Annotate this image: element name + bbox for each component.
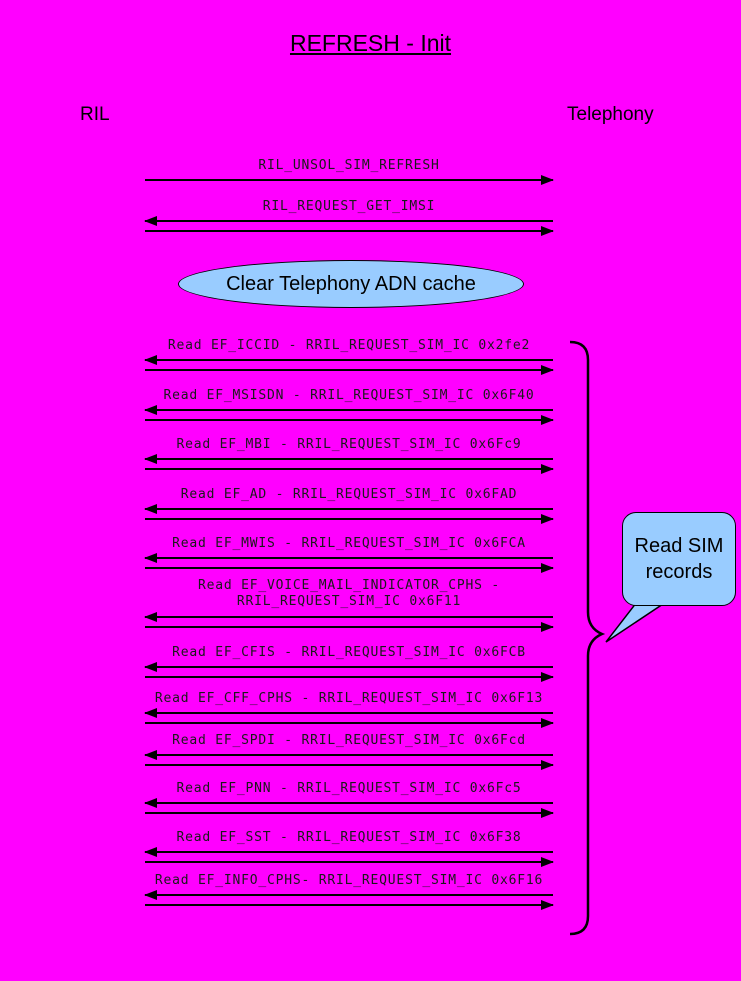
message-label: Read EF_CFF_CPHS - RRIL_REQUEST_SIM_IC 0… xyxy=(154,691,544,706)
message-row: Read EF_VOICE_MAIL_INDICATOR_CPHS - RRIL… xyxy=(144,578,554,632)
arrow-left-icon xyxy=(144,708,553,719)
message-row: Read EF_MBI - RRIL_REQUEST_SIM_IC 0x6Fc9 xyxy=(144,437,554,475)
message-row: Read EF_INFO_CPHS- RRIL_REQUEST_SIM_IC 0… xyxy=(144,873,554,911)
arrow-right-icon xyxy=(145,857,554,868)
message-label: Read EF_CFIS - RRIL_REQUEST_SIM_IC 0x6FC… xyxy=(172,645,526,660)
diagram-title: REFRESH - Init xyxy=(289,30,452,56)
arrow-left-icon xyxy=(144,216,553,227)
arrow-right-icon xyxy=(145,621,554,632)
arrow-right-icon xyxy=(145,900,554,911)
message-label: Read EF_AD - RRIL_REQUEST_SIM_IC 0x6FAD xyxy=(180,487,518,502)
arrow-right-icon xyxy=(145,718,554,729)
message-row: Read EF_MWIS - RRIL_REQUEST_SIM_IC 0x6FC… xyxy=(144,536,554,574)
callout-read-sim-records: Read SIM records xyxy=(622,512,736,606)
actor-telephony: Telephony xyxy=(567,104,654,125)
message-label: Read EF_INFO_CPHS- RRIL_REQUEST_SIM_IC 0… xyxy=(154,873,544,888)
arrow-left-icon xyxy=(144,454,553,465)
message-row: Read EF_MSISDN - RRIL_REQUEST_SIM_IC 0x6… xyxy=(144,388,554,426)
arrow-right-icon xyxy=(145,563,554,574)
message-label: Read EF_ICCID - RRIL_REQUEST_SIM_IC 0x2f… xyxy=(167,338,531,353)
actor-ril: RIL xyxy=(80,104,110,125)
arrow-left-icon xyxy=(144,504,553,515)
message-label: RIL_UNSOL_SIM_REFRESH xyxy=(258,158,440,173)
message-row: Read EF_AD - RRIL_REQUEST_SIM_IC 0x6FAD xyxy=(144,487,554,525)
message-label: RIL_REQUEST_GET_IMSI xyxy=(262,199,436,214)
arrow-right-icon xyxy=(145,464,554,475)
message-label: Read EF_SST - RRIL_REQUEST_SIM_IC 0x6F38 xyxy=(176,830,522,845)
arrow-right-icon xyxy=(145,175,554,186)
message-row: Read EF_SST - RRIL_REQUEST_SIM_IC 0x6F38 xyxy=(144,830,554,868)
message-row: RIL_REQUEST_GET_IMSI xyxy=(144,199,554,237)
arrow-left-icon xyxy=(144,611,553,622)
message-row: Read EF_SPDI - RRIL_REQUEST_SIM_IC 0x6Fc… xyxy=(144,733,554,771)
message-row: RIL_UNSOL_SIM_REFRESH xyxy=(145,158,554,186)
arrow-left-icon xyxy=(144,662,553,673)
arrow-right-icon xyxy=(145,415,554,426)
message-label: Read EF_SPDI - RRIL_REQUEST_SIM_IC 0x6Fc… xyxy=(172,733,526,748)
group-brace-icon xyxy=(569,340,606,936)
arrow-right-icon xyxy=(145,226,554,237)
message-row: Read EF_PNN - RRIL_REQUEST_SIM_IC 0x6Fc5 xyxy=(144,781,554,819)
arrow-right-icon xyxy=(145,365,554,376)
message-label: Read EF_PNN - RRIL_REQUEST_SIM_IC 0x6Fc5 xyxy=(176,781,522,796)
arrow-left-icon xyxy=(144,890,553,901)
message-label: Read EF_VOICE_MAIL_INDICATOR_CPHS - RRIL… xyxy=(198,578,500,610)
arrow-left-icon xyxy=(144,847,553,858)
arrow-right-icon xyxy=(145,514,554,525)
arrow-right-icon xyxy=(145,760,554,771)
message-row: Read EF_ICCID - RRIL_REQUEST_SIM_IC 0x2f… xyxy=(144,338,554,376)
arrow-left-icon xyxy=(144,355,553,366)
arrow-left-icon xyxy=(144,553,553,564)
message-label: Read EF_MSISDN - RRIL_REQUEST_SIM_IC 0x6… xyxy=(163,388,535,403)
arrow-left-icon xyxy=(144,405,553,416)
message-row: Read EF_CFF_CPHS - RRIL_REQUEST_SIM_IC 0… xyxy=(144,691,554,729)
message-label: Read EF_MWIS - RRIL_REQUEST_SIM_IC 0x6FC… xyxy=(172,536,526,551)
arrow-right-icon xyxy=(145,672,554,683)
arrow-right-icon xyxy=(145,808,554,819)
message-label: Read EF_MBI - RRIL_REQUEST_SIM_IC 0x6Fc9 xyxy=(176,437,522,452)
arrow-left-icon xyxy=(144,750,553,761)
message-row: Read EF_CFIS - RRIL_REQUEST_SIM_IC 0x6FC… xyxy=(144,645,554,683)
arrow-left-icon xyxy=(144,798,553,809)
note-clear-adn-cache: Clear Telephony ADN cache xyxy=(178,260,524,308)
